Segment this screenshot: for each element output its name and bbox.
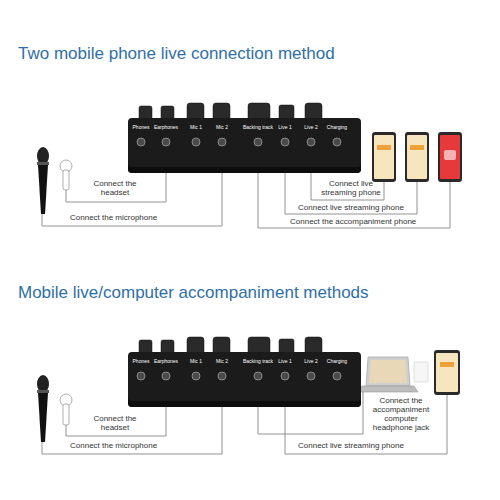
annotation: Connect the accompaniment phone <box>290 217 416 226</box>
jack <box>192 372 201 381</box>
jack <box>137 372 146 381</box>
jack <box>281 372 290 381</box>
port-label: Backing track <box>243 124 273 130</box>
jack <box>333 372 342 381</box>
diagram-title: Two mobile phone live connection method <box>18 44 335 64</box>
port-label: Mic 1 <box>190 124 202 130</box>
mixer-device: Phones Earphones Mic 1 Mic 2 Backing track Li… <box>128 118 361 173</box>
port-label: Backing track <box>243 358 273 364</box>
jack <box>192 138 201 147</box>
annotation: Connect the headset <box>86 179 144 197</box>
port-label: Phones <box>133 358 150 364</box>
jack <box>162 372 171 381</box>
port-label: Earphones <box>154 358 178 364</box>
port-label: Live 1 <box>278 358 291 364</box>
annotation: Connect live streaming phone <box>298 203 404 212</box>
annotation: Connect the headset <box>86 414 144 432</box>
jack <box>218 372 227 381</box>
port-label: Charging <box>327 358 347 364</box>
annotation: Connect the accompaniment computer headp… <box>370 396 432 432</box>
jack <box>254 138 263 147</box>
annotation: Connect live streaming phone <box>318 179 384 197</box>
jack <box>254 372 263 381</box>
jack <box>137 138 146 147</box>
section-heading: Mobile live/computer accompaniment metho… <box>18 283 369 303</box>
mixer-device: Phones Earphones Mic 1 Mic 2 Backing track Li… <box>128 352 361 407</box>
annotation: Connect the microphone <box>70 441 157 450</box>
jack <box>307 138 316 147</box>
port-label: Live 2 <box>304 358 317 364</box>
jack <box>162 138 171 147</box>
port-label: Mic 2 <box>216 124 228 130</box>
port-label: Charging <box>327 124 347 130</box>
jack <box>281 138 290 147</box>
port-label: Earphones <box>154 124 178 130</box>
jack <box>218 138 227 147</box>
annotation: Connect live streaming phone <box>298 441 404 450</box>
port-label: Live 1 <box>278 124 291 130</box>
port-label: Phones <box>133 124 150 130</box>
port-label: Mic 1 <box>190 358 202 364</box>
port-label: Mic 2 <box>216 358 228 364</box>
jack <box>307 372 316 381</box>
port-label: Live 2 <box>304 124 317 130</box>
annotation: Connect the microphone <box>70 213 157 222</box>
jack <box>333 138 342 147</box>
